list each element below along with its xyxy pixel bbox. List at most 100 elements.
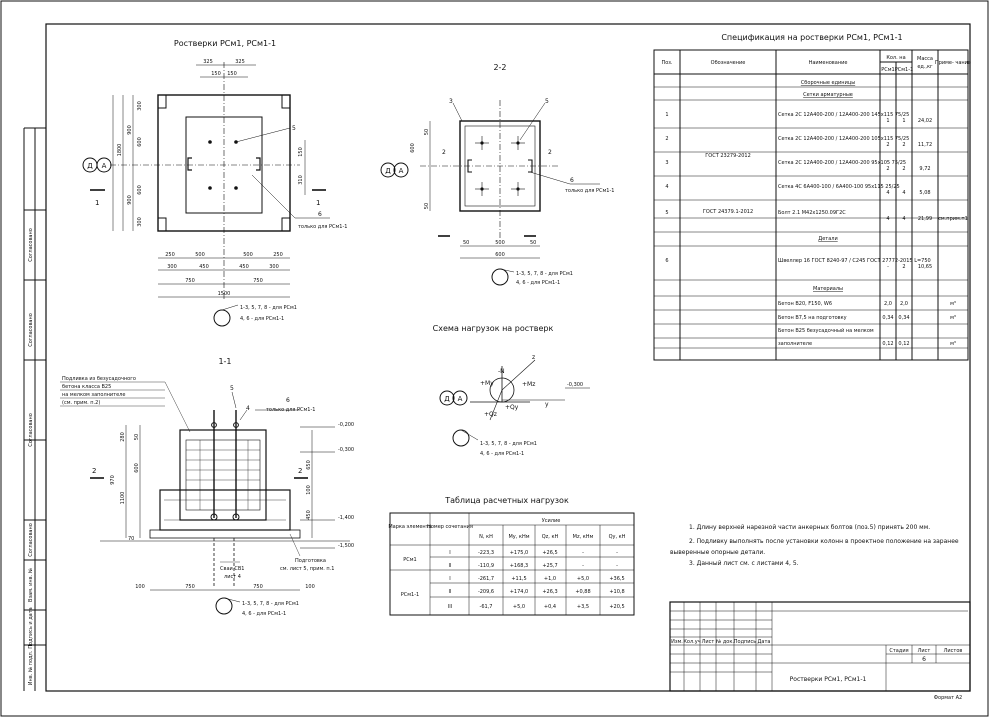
cut-label: 1 (95, 199, 99, 207)
plan-dim: 150 (211, 71, 221, 77)
spec-header: Обозначение (711, 60, 746, 66)
only-for-label: только для РСм1-1 (266, 407, 315, 413)
level-label: -1,500 (338, 543, 354, 549)
spec-header: Приме- чание (935, 60, 971, 66)
spec-name: Болт 2.1 М42x1250.09Г2С (778, 210, 846, 216)
dim-label: 500 (495, 240, 505, 246)
level-label: -1,400 (338, 515, 354, 521)
mark-label: 3 (449, 98, 453, 105)
plan-dim: 1500 (218, 291, 231, 297)
section-2-2: 2-2 3 5 6 только для РСм1-1 2 2 50 (380, 63, 614, 286)
stamp-sheet: Лист (918, 648, 931, 654)
cut-label: 2 (92, 467, 96, 475)
spec-qty: 2,0 (884, 301, 892, 307)
spec-name: Сетка 2С 12A400-200 / 12A400-200 145x115… (778, 112, 909, 118)
spec-mass: 21,99 (918, 216, 932, 222)
dim-label: 450 (306, 510, 312, 520)
cut-label: 2 (298, 467, 302, 475)
spec-pos: 5 (665, 210, 668, 216)
spec-material: Бетон В7,5 на подготовку (778, 315, 847, 321)
mark-label: 4 (246, 405, 250, 412)
spec-material: заполнителе (778, 341, 812, 347)
stamp-col: Подпись (734, 639, 757, 645)
note-line: 4, 6 - для РСм1-1 (240, 316, 284, 322)
spec-qty: 2 (886, 166, 889, 172)
axis-label: Д (444, 395, 450, 403)
spec-section: Сборочные единицы (801, 80, 855, 86)
plan-dim: 250 (273, 252, 283, 258)
note-line: 1-3, 5, 7, 8 - для РСм1 (240, 305, 297, 311)
note-line: 4, 6 - для РСм1-1 (242, 611, 286, 617)
load-label: +Qy (505, 404, 519, 411)
sidebar-label: Подпись и дата (28, 607, 34, 648)
axis-label: А (458, 395, 463, 403)
dim-label: 1100 (120, 492, 126, 505)
plan-dim: 450 (239, 264, 249, 270)
plan-dim: 500 (243, 252, 253, 258)
table-cell: -110,9 (478, 563, 494, 569)
table-cell: -209,6 (478, 589, 494, 595)
table-cell: -61,7 (480, 604, 493, 610)
inner-frame (45, 23, 971, 692)
dim-label: 280 (120, 432, 126, 442)
note-text: 2. Подливку выполнять после установки ко… (689, 538, 959, 545)
table-cell: +11,5 (511, 576, 526, 582)
table-cell: +5,0 (577, 576, 589, 582)
prep-label: Подготовка (295, 558, 326, 564)
axis-label: А (399, 167, 404, 175)
mark-label: 2 (548, 149, 552, 156)
table-header: My, кНм (508, 534, 529, 540)
dim-label: 970 (110, 475, 116, 485)
axis-label: А (102, 162, 107, 170)
load-label: +Mz (522, 381, 535, 388)
load-label: +Qz (484, 411, 497, 418)
spec-mass: 5,08 (919, 190, 930, 196)
spec-name: Сетка 2С 12A400-200 / 12A400-200 105x115… (778, 136, 909, 142)
spec-qty: 1 (902, 118, 905, 124)
plan-dim: 750 (185, 278, 195, 284)
plan-dim: 600 (137, 185, 143, 195)
spec-qty: 2,0 (900, 301, 908, 307)
mark-label: 2 (442, 149, 446, 156)
table-cell: +10,8 (609, 589, 624, 595)
table-cell: -261,7 (478, 576, 494, 582)
dim-label: 50 (463, 240, 469, 246)
stamp-title: Ростверки РСм1, РСм1-1 (790, 676, 867, 683)
spec-name: Швеллер 16 ГОСТ 8240-97 / С245 ГОСТ 2777… (778, 258, 931, 264)
spec-note: см.прим.п1 (938, 216, 968, 222)
load-label: y (545, 401, 549, 408)
spec-material: Бетон В20, F150, W6 (778, 301, 832, 307)
legend-line: на мелком заполнителе (62, 392, 125, 398)
table-cell: +168,3 (510, 563, 529, 569)
spec-section: Сетки арматурные (803, 92, 853, 98)
mark-label: 5 (230, 385, 234, 392)
sidebar-label: Согласовано (28, 413, 34, 447)
spec-name: Сетка 2С 12A400-200 / 12A400-200 95x105 … (778, 160, 906, 166)
spec-qty: 0,34 (898, 315, 909, 321)
sidebar-label: Согласовано (28, 523, 34, 557)
spec-qty: 2 (902, 264, 905, 270)
table-header: Марка элемента (388, 524, 431, 530)
sidebar-label: Инв. № подл. (28, 650, 34, 685)
plan-dim: 300 (137, 101, 143, 111)
mark-label: 5 (292, 125, 296, 132)
spec-title: Спецификация на ростверки РСм1, РСм1-1 (721, 33, 902, 42)
table-combo: III (448, 604, 452, 610)
spec-pos: 4 (665, 184, 668, 190)
table-cell: - (582, 563, 584, 569)
table-header: N, кН (479, 534, 493, 540)
table-cell: - (616, 550, 618, 556)
mark-label: 6 (570, 177, 574, 184)
table-cell: +0,88 (575, 589, 590, 595)
plan-dim: 310 (298, 175, 304, 185)
note-line: 4, 6 - для РСм1-1 (516, 280, 560, 286)
table-header: Qz, кН (542, 534, 559, 540)
only-for-label: только для РСм1-1 (298, 224, 347, 230)
dim-label: 750 (185, 584, 195, 590)
table-element: РСм1-1 (401, 592, 419, 598)
dim-label: 50 (424, 203, 430, 209)
spec-mass: 11,72 (918, 142, 932, 148)
stamp-col: Изм. (671, 639, 683, 645)
plan-dim: 300 (167, 264, 177, 270)
spec-qty: 2 (902, 142, 905, 148)
